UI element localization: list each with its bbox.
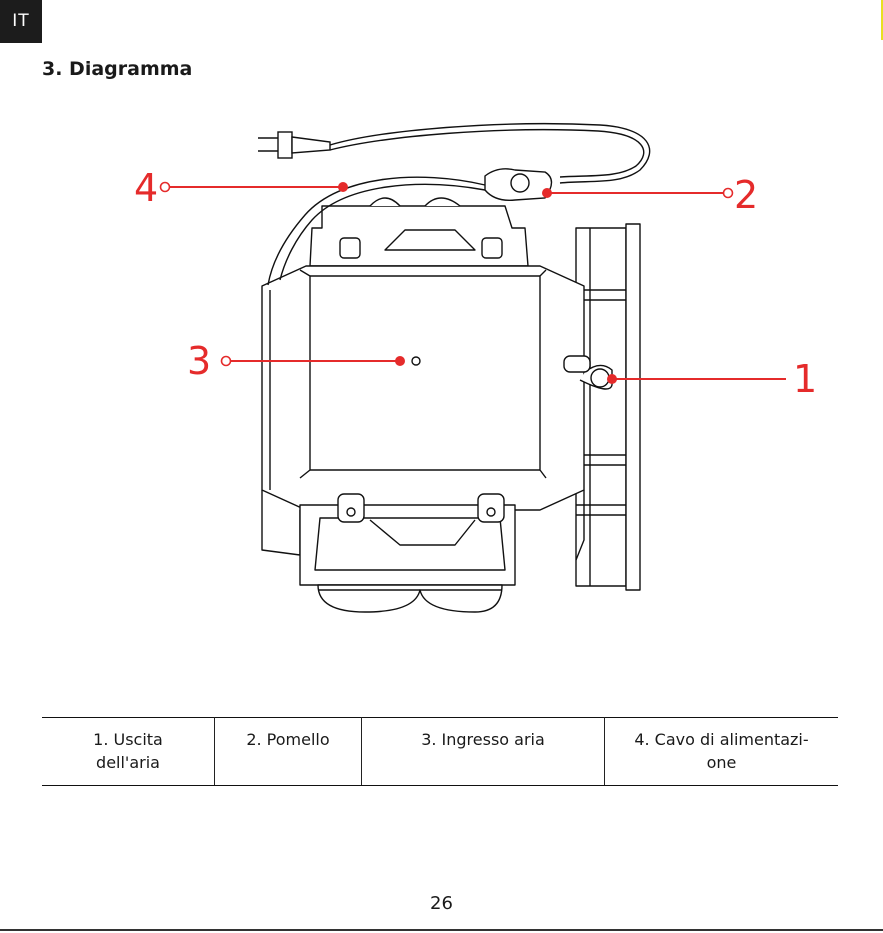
part-air-outlet: 1. Uscita dell'aria [42,718,215,786]
part-power-cord: 4. Cavo di alimentazi- one [605,718,839,786]
diagram: 4 2 3 1 [0,0,883,660]
callout-number-1: 1 [793,357,817,401]
callout-number-3: 3 [187,339,211,383]
parts-table-row: 1. Uscita dell'aria 2. Pomello 3. Ingres… [42,718,838,786]
callout-dot-2 [542,188,552,198]
callout-number-2: 2 [734,173,758,217]
page-number: 26 [0,893,883,914]
part-knob: 2. Pomello [215,718,362,786]
bottom-rule [0,929,883,931]
part-air-inlet: 3. Ingresso aria [362,718,605,786]
callout-ring-4 [161,183,170,192]
callout-number-4: 4 [134,166,158,210]
callout-dot-1 [607,374,617,384]
callout-dot-4 [338,182,348,192]
callout-ring-3 [222,357,231,366]
air-pump-icon [262,198,640,612]
parts-table: 1. Uscita dell'aria 2. Pomello 3. Ingres… [42,717,838,786]
callout-ring-2 [724,189,733,198]
callout-dot-3 [395,356,405,366]
